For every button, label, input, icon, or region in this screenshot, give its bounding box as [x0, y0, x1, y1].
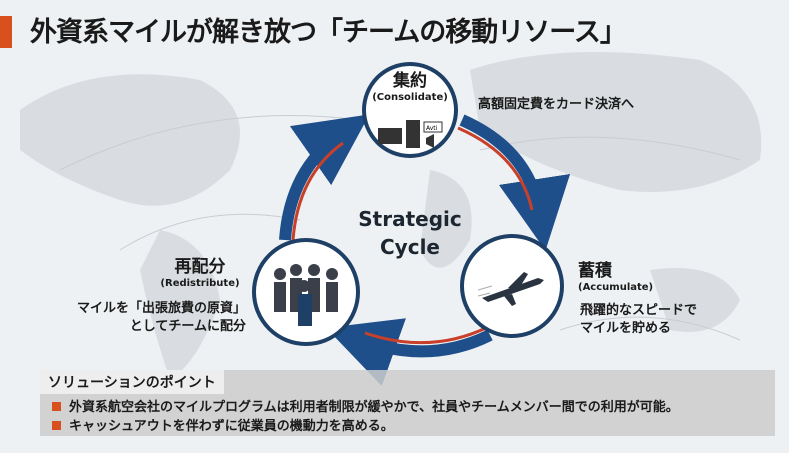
accumulate-desc-1: 飛躍的なスピードで	[580, 303, 698, 318]
redistribute-desc-1: マイルを「出張旅費の原資」	[76, 301, 246, 316]
server-card-icon: Avti	[378, 120, 443, 148]
accumulate-circle	[460, 234, 564, 338]
consolidate-en: (Consolidate)	[372, 91, 448, 103]
title-accent-bar	[0, 16, 12, 48]
solution-heading: ソリューションのポイント	[40, 370, 224, 394]
accumulate-en: (Accumulate)	[578, 281, 654, 293]
arrow-accumulate-to-redistribute	[326, 318, 493, 387]
solution-point-text: キャッシュアウトを伴わずに従業員の機動力を高める。	[69, 419, 394, 434]
arrow-consolidate-to-accumulate	[459, 114, 571, 251]
svg-text:Avti: Avti	[426, 125, 438, 132]
bullet-icon	[52, 421, 61, 430]
airplane-icon	[478, 272, 544, 306]
accumulate-desc-2: マイルを貯める	[580, 320, 672, 336]
solution-point: キャッシュアウトを伴わずに従業員の機動力を高める。	[52, 415, 394, 434]
team-people-icon	[274, 264, 338, 326]
arrow-redistribute-to-consolidate	[279, 114, 370, 241]
consolidate-label: 集約	[393, 71, 427, 91]
consolidate-desc: 高額固定費をカード決済へ	[478, 97, 635, 112]
center-line-1: Strategic	[358, 207, 462, 231]
redistribute-circle	[252, 238, 360, 346]
redistribute-en: (Redistribute)	[160, 277, 240, 289]
accumulate-label: 蓄積	[578, 261, 612, 281]
center-line-2: Cycle	[380, 235, 440, 259]
page-title: 外資系マイルが解き放つ「チームの移動リソース」	[30, 17, 627, 48]
solution-point-text: 外資系航空会社のマイルプログラムは利用者制限が緩やかで、社員やチームメンバー間で…	[69, 400, 679, 415]
redistribute-desc-2: としてチームに配分	[129, 318, 246, 334]
consolidate-circle: 集約(Consolidate) Avti	[362, 62, 458, 158]
solution-point: 外資系航空会社のマイルプログラムは利用者制限が緩やかで、社員やチームメンバー間で…	[52, 396, 679, 415]
bullet-icon	[52, 402, 61, 411]
redistribute-label: 再配分	[174, 257, 226, 277]
